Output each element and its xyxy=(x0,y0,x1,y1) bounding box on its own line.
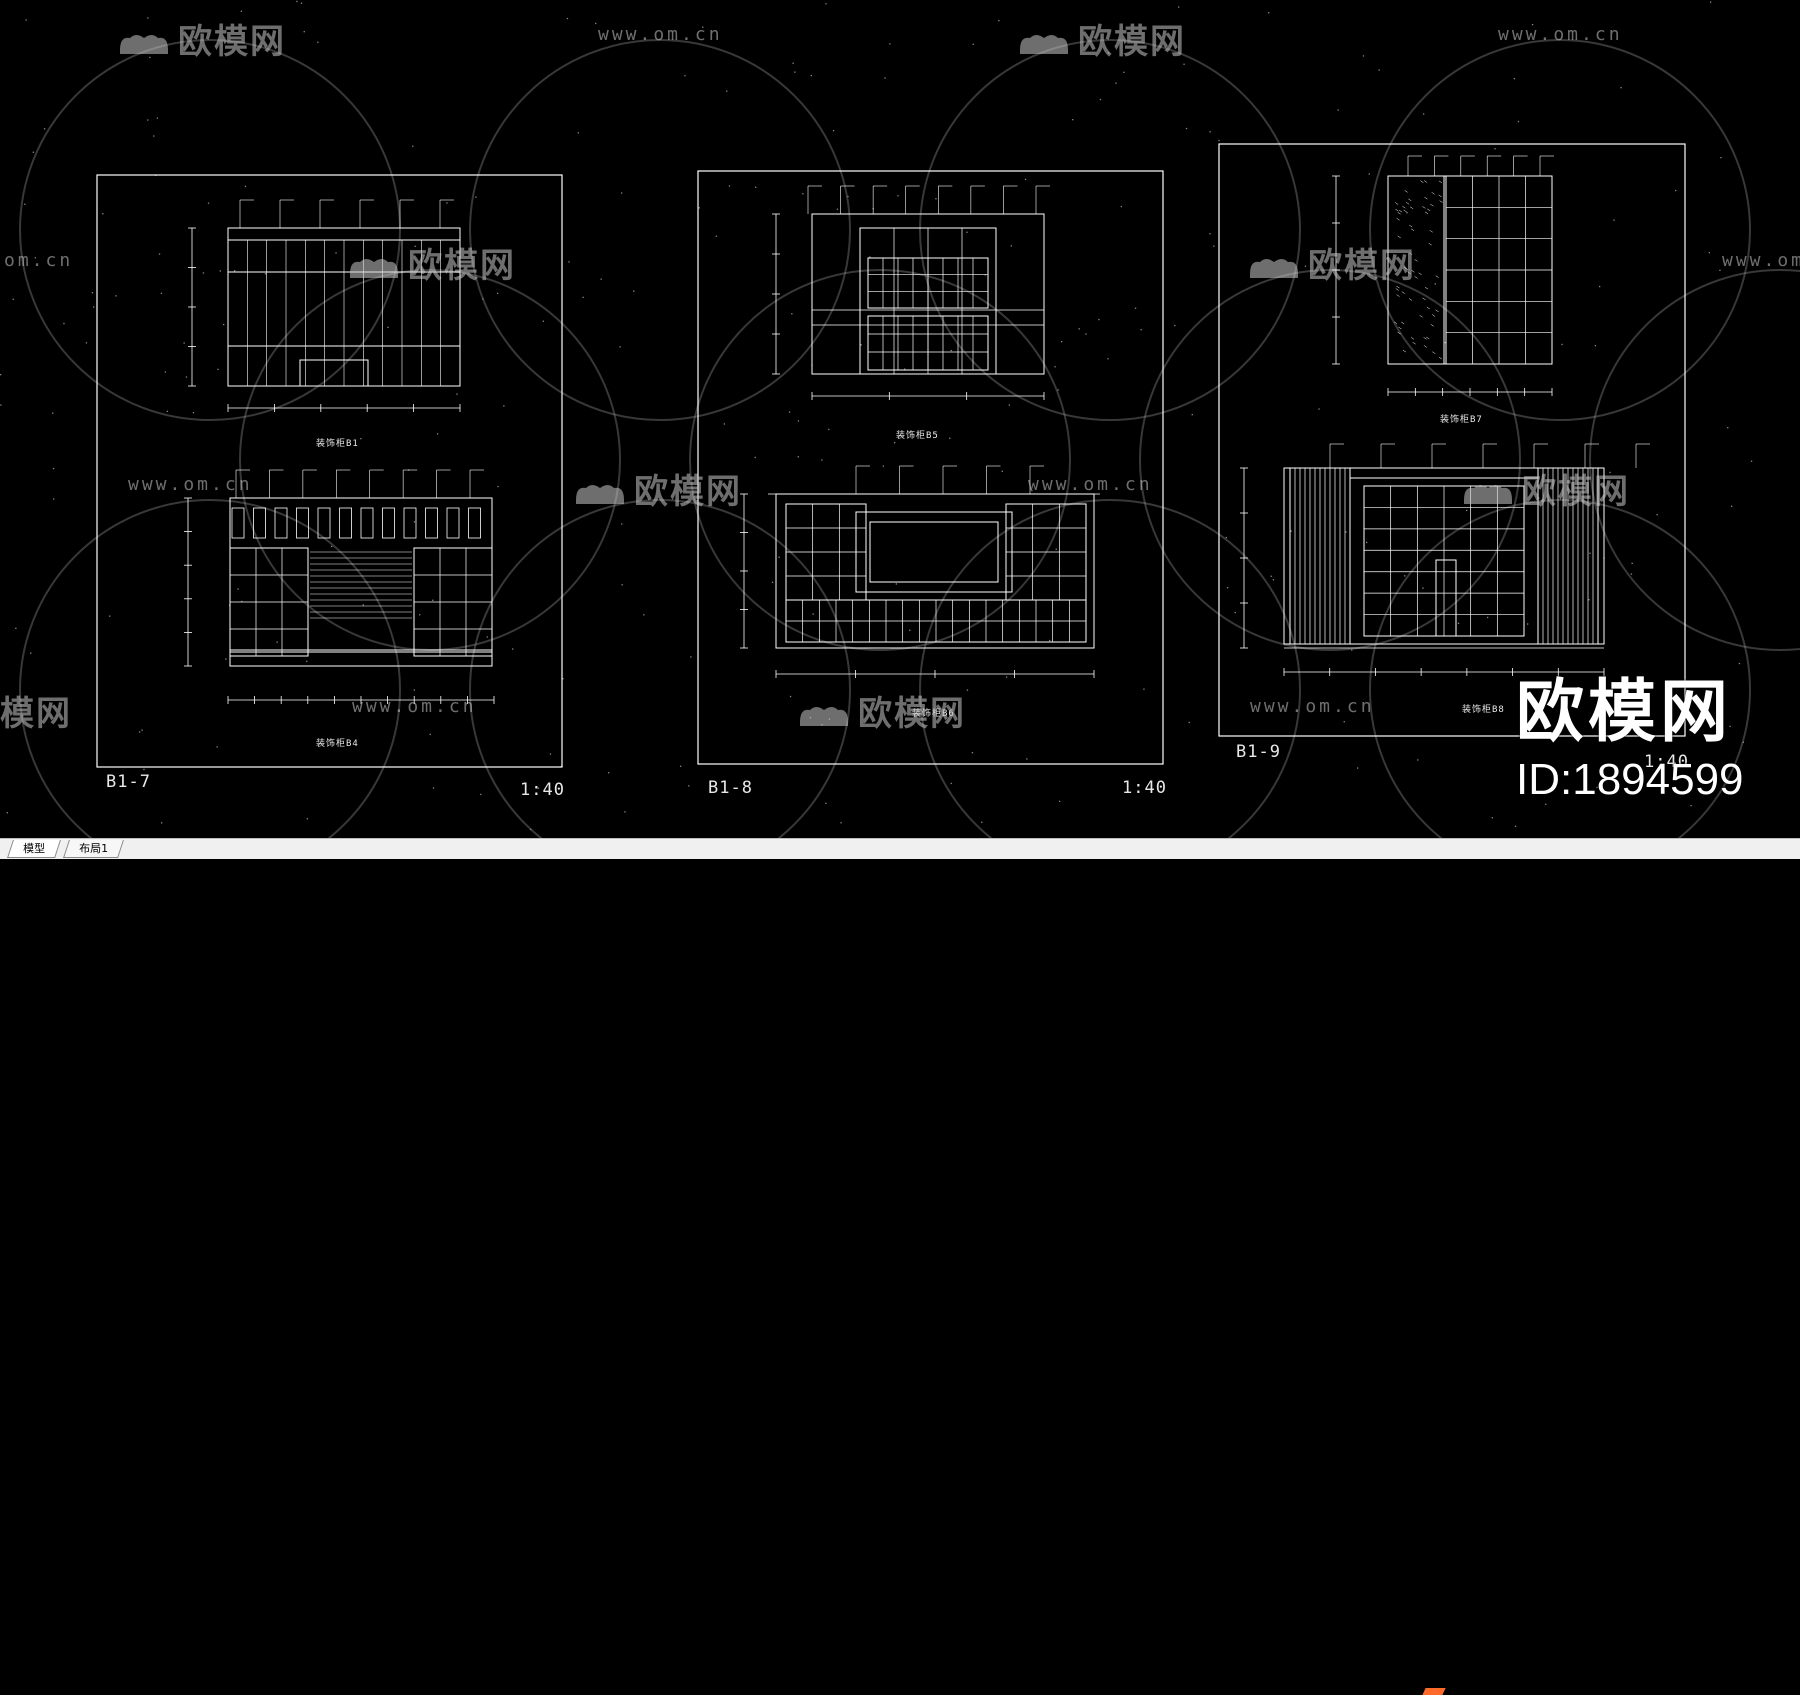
elevation-title-b1: 装饰柜B1 xyxy=(316,439,359,449)
elevation-title-b5: 装饰柜B5 xyxy=(896,431,939,441)
watermark-url: www.om.cn xyxy=(352,696,477,717)
sheet-frame-b1-8 xyxy=(697,170,1164,765)
watermark-logo: 欧模网 xyxy=(346,238,516,287)
sheet-id-b1-7: B1-7 xyxy=(106,772,151,792)
sofa-logo-icon xyxy=(576,485,624,505)
status-marker xyxy=(1422,1688,1446,1695)
watermark-logo: 欧模网 xyxy=(572,464,742,513)
watermark-url: www.om.cn xyxy=(1498,24,1623,45)
tab-layout1[interactable]: 布局1 xyxy=(63,840,124,858)
sofa-logo-icon xyxy=(1464,485,1512,505)
tab-model[interactable]: 模型 xyxy=(7,840,61,858)
watermark-url: www.om.cn xyxy=(1722,250,1800,271)
sheet-id-b1-8: B1-8 xyxy=(708,778,753,798)
watermark-logo: 欧模网 xyxy=(116,14,286,63)
sheet-frame-b1-7 xyxy=(96,174,563,768)
watermark-logo: 欧模网 xyxy=(796,686,966,735)
sofa-logo-icon xyxy=(350,259,398,279)
sofa-logo-icon xyxy=(1250,259,1298,279)
sheet-scale-b1-7: 1:40 xyxy=(520,780,565,800)
sofa-logo-icon xyxy=(120,35,168,55)
sheet-scale-b1-9: 1:40 xyxy=(1644,752,1689,772)
sheet-id-b1-9: B1-9 xyxy=(1236,742,1281,762)
model-id: ID:1894599 xyxy=(1516,755,1744,804)
watermark-url: www.om.cn xyxy=(128,474,253,495)
sheet-frame-b1-9 xyxy=(1218,143,1686,737)
brand-name: 欧模网 xyxy=(1516,674,1733,750)
cad-elevations xyxy=(184,155,1650,704)
watermark-circles xyxy=(19,39,1800,838)
watermark-logo-fragment: 模网 xyxy=(0,695,72,733)
layout-tab-bar: 模型 布局1 xyxy=(0,838,1800,1695)
watermark-logo: 欧模网 xyxy=(1460,464,1630,513)
elevation-title-b6: 装饰柜B6 xyxy=(912,709,955,719)
drawing-canvas[interactable] xyxy=(0,0,1800,838)
background-speckles xyxy=(0,0,1753,831)
watermark-url: www.om.cn xyxy=(1028,474,1153,495)
watermark-logo: 欧模网 xyxy=(1016,14,1186,63)
sheet-scale-b1-8: 1:40 xyxy=(1122,778,1167,798)
sofa-logo-icon xyxy=(800,707,848,727)
watermark-url: www.om.cn xyxy=(1250,696,1375,717)
brand-badge: 欧模网 ID:1894599 xyxy=(1516,678,1744,802)
watermark-url: www.om.cn xyxy=(598,24,723,45)
elevation-title-b8: 装饰柜B8 xyxy=(1462,705,1505,715)
sofa-logo-icon xyxy=(1020,35,1068,55)
watermark-logo: 欧模网 xyxy=(1246,238,1416,287)
watermark-url: om.cn xyxy=(4,250,74,271)
elevation-title-b4: 装饰柜B4 xyxy=(316,739,359,749)
elevation-title-b7: 装饰柜B7 xyxy=(1440,415,1483,425)
